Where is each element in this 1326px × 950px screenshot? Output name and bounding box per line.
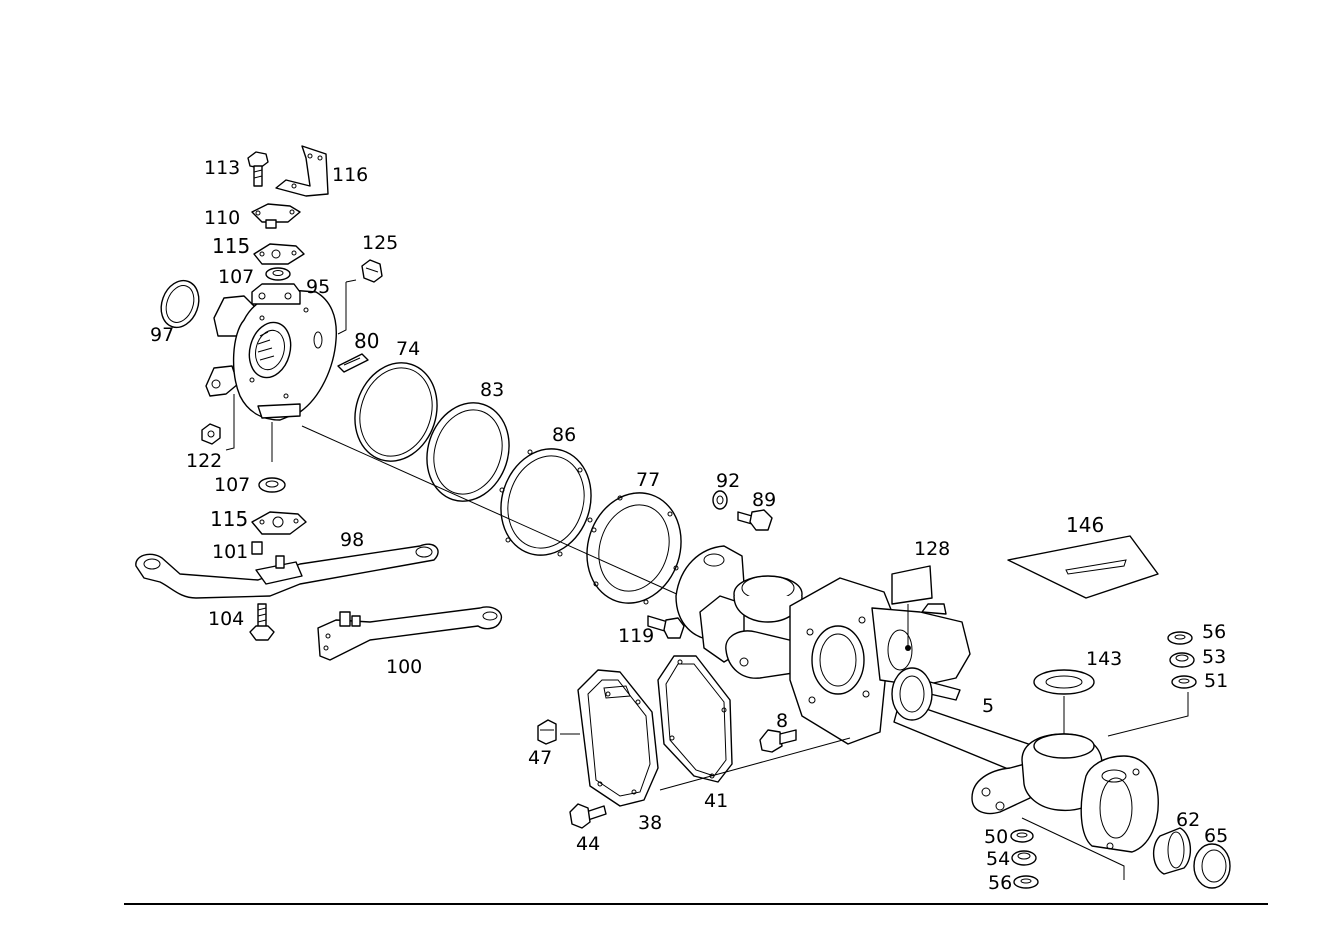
part-116-bracket	[275, 145, 329, 197]
part-44-bolt	[569, 803, 607, 829]
part-41-gasket	[657, 655, 733, 783]
label-116: 116	[332, 164, 368, 186]
label-98: 98	[340, 529, 364, 551]
label-50: 50	[984, 826, 1008, 848]
label-47: 47	[528, 747, 552, 769]
part-107-washer-top	[265, 267, 291, 281]
label-92: 92	[716, 470, 740, 492]
part-100-tie-rod-arm	[317, 606, 503, 661]
part-5-axle-tube	[891, 667, 1041, 779]
label-128: 128	[914, 538, 950, 560]
part-95-housing	[205, 283, 337, 421]
label-41: 41	[704, 790, 728, 812]
part-50-washer	[1010, 829, 1034, 843]
label-80: 80	[354, 329, 379, 353]
part-97-seal	[160, 279, 200, 329]
part-122-nut	[201, 423, 221, 445]
part-53-washer	[1169, 652, 1195, 668]
label-143: 143	[1086, 648, 1122, 670]
label-125: 125	[362, 232, 398, 254]
part-74-snap-ring	[354, 362, 438, 462]
label-83: 83	[480, 379, 504, 401]
part-47-plug	[537, 719, 557, 745]
part-107-washer-bottom	[258, 477, 286, 493]
label-119: 119	[618, 625, 654, 647]
part-80-shim	[337, 353, 369, 373]
part-115-gasket-bottom	[251, 511, 307, 535]
label-115-top: 115	[212, 234, 250, 258]
label-115-bottom: 115	[210, 507, 248, 531]
label-56-top: 56	[1202, 621, 1226, 643]
label-86: 86	[552, 424, 576, 446]
label-44: 44	[576, 833, 600, 855]
part-51-washer	[1171, 675, 1197, 689]
part-125-plug	[361, 259, 383, 283]
label-113: 113	[204, 157, 240, 179]
part-38-cover	[577, 669, 659, 807]
label-74: 74	[396, 338, 420, 360]
part-113-bolt	[247, 151, 269, 187]
part-65-cap	[1193, 843, 1231, 889]
part-56-washer-bottom	[1013, 875, 1039, 889]
part-right-knuckle	[971, 733, 1159, 853]
label-54: 54	[986, 848, 1010, 870]
part-62-bearing	[1153, 827, 1191, 875]
part-101-bolt	[251, 541, 263, 555]
label-51: 51	[1204, 670, 1228, 692]
label-97: 97	[150, 324, 174, 346]
part-119-bolt	[647, 615, 685, 639]
label-95: 95	[306, 276, 330, 298]
part-115-gasket-top	[253, 243, 305, 265]
label-110: 110	[204, 207, 240, 229]
part-54-washer	[1011, 850, 1037, 866]
part-56-washer-top	[1167, 631, 1193, 645]
label-107-bottom: 107	[214, 474, 250, 496]
part-83-ring	[426, 402, 510, 502]
part-housing-center	[675, 545, 971, 745]
label-77: 77	[636, 469, 660, 491]
part-143-seal	[1033, 669, 1095, 734]
part-104-bolt	[249, 603, 275, 641]
part-110-flange	[251, 203, 301, 229]
part-146-cover	[1007, 535, 1159, 599]
part-98-arm	[135, 543, 439, 599]
label-38: 38	[638, 812, 662, 834]
part-89-bolt	[737, 509, 773, 531]
label-146: 146	[1066, 513, 1104, 537]
part-77-seal-plate	[586, 492, 682, 605]
part-8-bolt	[759, 729, 797, 753]
label-8: 8	[776, 710, 788, 732]
part-128-tag	[891, 565, 933, 646]
label-65: 65	[1204, 825, 1228, 847]
label-5: 5	[982, 695, 994, 717]
label-101: 101	[212, 541, 248, 563]
label-62: 62	[1176, 809, 1200, 831]
part-92-washer	[712, 490, 728, 510]
label-107-top: 107	[218, 266, 254, 288]
part-86-gasket	[499, 448, 593, 557]
label-100: 100	[386, 656, 422, 678]
label-89: 89	[752, 489, 776, 511]
label-56-bottom: 56	[988, 872, 1012, 894]
label-53: 53	[1202, 646, 1226, 668]
label-122: 122	[186, 450, 222, 472]
label-104: 104	[208, 608, 244, 630]
